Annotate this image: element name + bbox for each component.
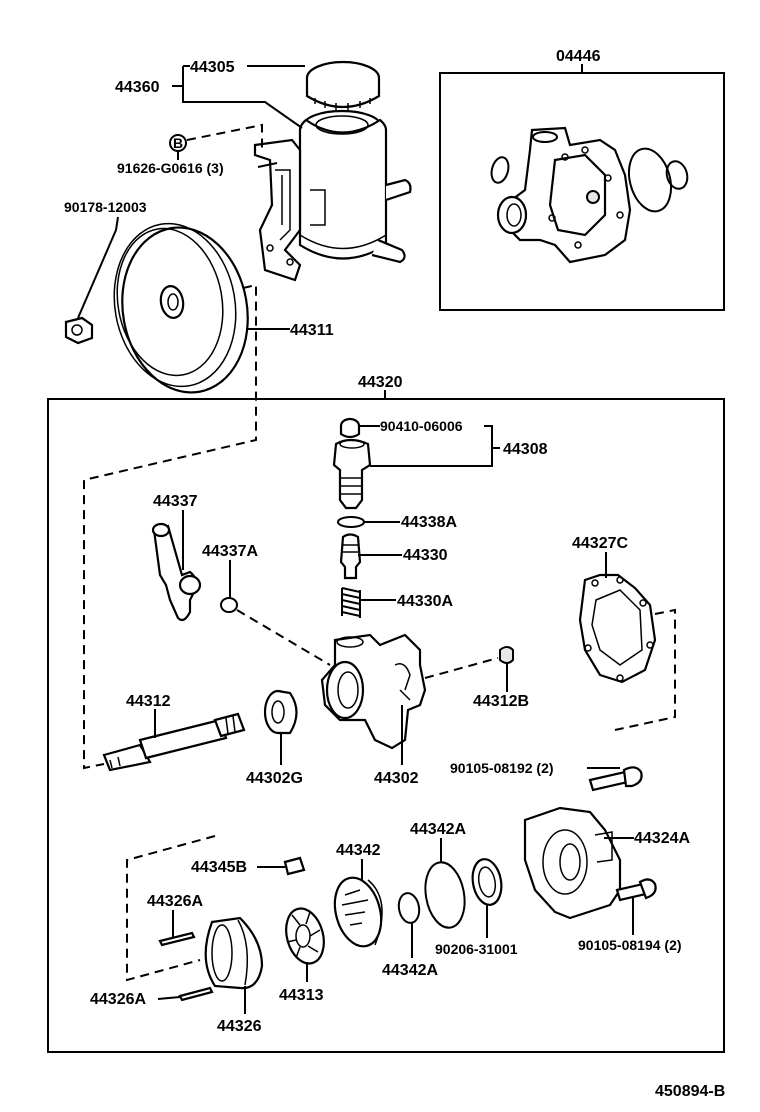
rotor-44313[interactable] [280, 904, 329, 967]
pin-44326A-lower[interactable] [178, 986, 214, 1002]
part-label-04446[interactable]: 04446 [556, 48, 601, 65]
pulley-44311[interactable] [102, 214, 261, 403]
part-label-44302[interactable]: 44302 [374, 770, 419, 787]
part-label-90206-31001[interactable]: 90206-31001 [435, 941, 518, 957]
bolt-90105-08192[interactable] [588, 766, 643, 792]
o-ring-44342A-small[interactable] [397, 891, 422, 924]
oil-seal-44302G[interactable] [263, 689, 298, 735]
valve-44308[interactable] [332, 438, 372, 510]
fitting-dashed-line [236, 609, 331, 666]
rear-housing-44324A[interactable] [523, 806, 622, 920]
leader-91626 [257, 162, 278, 168]
part-label-44313[interactable]: 44313 [279, 987, 324, 1004]
part-label-90178-12003[interactable]: 90178-12003 [64, 199, 147, 215]
part-label-90105-08192[interactable]: 90105-08192 (2) [450, 760, 554, 776]
part-label-44327C[interactable]: 44327C [572, 535, 628, 552]
leader-44360 [172, 65, 303, 129]
gasket-44327C[interactable] [578, 573, 657, 684]
part-label-44338A[interactable]: 44338A [401, 514, 457, 531]
gasket-dashed-line [614, 608, 676, 731]
nut-90178[interactable] [64, 316, 94, 345]
part-label-44302G[interactable]: 44302G [246, 770, 303, 787]
part-label-44337A[interactable]: 44337A [202, 543, 258, 560]
part-label-44342A-bottom[interactable]: 44342A [382, 962, 438, 979]
part-label-44330[interactable]: 44330 [403, 547, 448, 564]
bolt-B-marker: B [169, 123, 263, 160]
figure-code: 450894-B [655, 1083, 725, 1100]
shaft-44312[interactable] [102, 712, 246, 772]
o-ring-44342A-large[interactable] [421, 859, 470, 931]
part-label-44326[interactable]: 44326 [217, 1018, 262, 1035]
pin-44326A-upper[interactable] [158, 931, 196, 947]
o-ring-44337A[interactable] [220, 597, 238, 613]
plug-90410-06006[interactable] [339, 417, 361, 439]
reservoir-cap-44305[interactable] [305, 60, 381, 125]
vane-44345B[interactable] [283, 856, 306, 876]
part-label-44308[interactable]: 44308 [503, 441, 548, 458]
part-label-44342[interactable]: 44342 [336, 842, 381, 859]
pulley-shaft-dashed-line [83, 283, 257, 770]
part-label-44320[interactable]: 44320 [358, 374, 403, 391]
valve-44330[interactable] [339, 533, 362, 580]
cam-ring-44342[interactable] [328, 872, 389, 951]
spring-44330A[interactable] [341, 587, 361, 618]
housing-dashed-line [424, 657, 499, 679]
bolt-90105-08194[interactable] [615, 878, 657, 902]
pump-housing-44302[interactable] [320, 633, 427, 750]
cartridge-dashed-line [126, 835, 216, 982]
union-fitting-44337[interactable] [151, 522, 202, 622]
o-ring-44338A[interactable] [337, 516, 365, 528]
part-label-44312[interactable]: 44312 [126, 693, 171, 710]
part-label-44311[interactable]: 44311 [290, 322, 334, 339]
part-label-44330A[interactable]: 44330A [397, 593, 453, 610]
leader-44308 [370, 425, 500, 467]
part-label-44337[interactable]: 44337 [153, 493, 198, 510]
plug-44312B[interactable] [499, 646, 514, 664]
part-label-44345B[interactable]: 44345B [191, 859, 247, 876]
bolt-marker-label: B [173, 135, 183, 151]
reservoir-bracket[interactable] [253, 138, 326, 282]
side-plate-44326[interactable] [204, 916, 264, 990]
part-label-44342A-top[interactable]: 44342A [410, 821, 466, 838]
reservoir-tank[interactable] [298, 109, 412, 264]
part-label-90105-08194[interactable]: 90105-08194 (2) [578, 937, 682, 953]
oil-seal-90206-31001[interactable] [469, 857, 505, 907]
part-label-44326A-bottom[interactable]: 44326A [90, 991, 146, 1008]
part-label-44324A[interactable]: 44324A [634, 830, 690, 847]
part-label-91626-G0616[interactable]: 91626-G0616 (3) [117, 160, 224, 176]
part-label-90410-06006[interactable]: 90410-06006 [380, 418, 463, 434]
part-label-44312B[interactable]: 44312B [473, 693, 529, 710]
part-label-44305[interactable]: 44305 [190, 59, 235, 76]
part-label-44360[interactable]: 44360 [115, 79, 160, 96]
gasket-kit-pump-illustration [490, 126, 689, 264]
leader-90178 [77, 216, 119, 319]
part-label-44326A-top[interactable]: 44326A [147, 893, 203, 910]
leader-44326A-bot [157, 996, 181, 1000]
